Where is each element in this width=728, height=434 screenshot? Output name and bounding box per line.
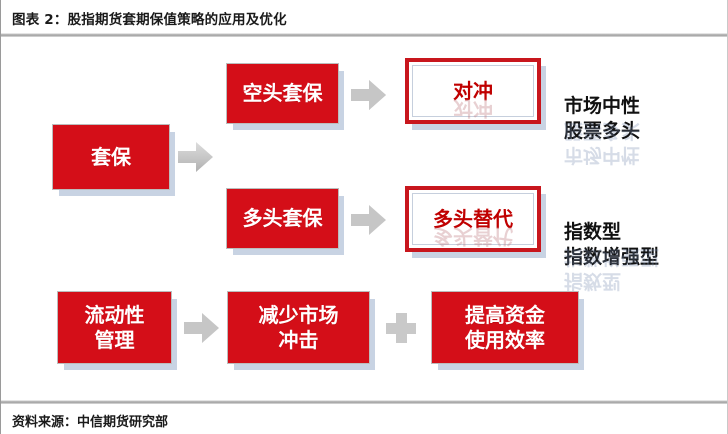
arrow-short-hedge-to-offset [350, 78, 388, 112]
node-reduce-market-impact[interactable]: 减少市场 冲击 [227, 291, 370, 364]
node-hedge-label: 套保 [91, 144, 131, 169]
arrow-long-hedge-to-substitute [350, 203, 388, 237]
node-reduce-market-impact-label: 减少市场 冲击 [258, 303, 339, 352]
outcome-row2: 指数型 指数增强型 指数型 指数增强型 [564, 196, 659, 293]
node-liquidity-management-label: 流动性 管理 [84, 303, 145, 352]
plus-icon [386, 313, 416, 343]
outcome-row1-text: 市场中性 股票多头 [564, 95, 641, 142]
source-note: 资料来源：中信期货研究部 [12, 415, 169, 430]
outcome-row2-text: 指数型 指数增强型 [564, 221, 660, 268]
node-short-hedge[interactable]: 空头套保 [226, 63, 339, 124]
node-liquidity-management[interactable]: 流动性 管理 [57, 291, 172, 364]
node-long-hedge[interactable]: 多头套保 [226, 188, 339, 249]
node-improve-capital-efficiency[interactable]: 提高资金 使用效率 [431, 291, 579, 364]
node-long-hedge-label: 多头套保 [242, 206, 323, 231]
header-divider [1, 33, 727, 37]
arrow-hedge-to-branches [177, 140, 215, 174]
node-improve-capital-efficiency-label: 提高资金 使用效率 [465, 303, 545, 352]
node-offset-label: 对冲 [453, 78, 493, 103]
node-offset[interactable]: 对冲 对冲 [405, 58, 541, 124]
plus-icon-vertical-bar [396, 313, 407, 343]
node-long-substitute[interactable]: 多头替代 多头替代 [405, 186, 541, 252]
node-hedge[interactable]: 套保 [52, 124, 170, 190]
node-long-substitute-label: 多头替代 [433, 206, 513, 231]
node-short-hedge-label: 空头套保 [242, 81, 323, 106]
arrow-liquidity-to-impact [183, 311, 221, 345]
outcome-row1: 市场中性 股票多头 市场中性 股票多头 [564, 70, 640, 167]
footer-divider [1, 400, 727, 404]
page-title: 图表 2：股指期货套期保值策略的应用及优化 [12, 12, 287, 28]
